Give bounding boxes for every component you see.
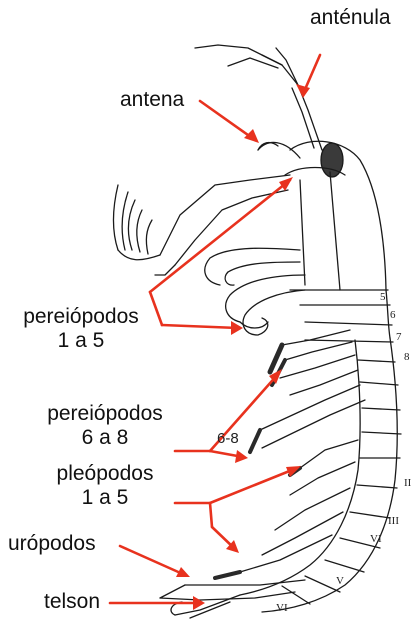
label-telson: telson [44,590,100,614]
label-antena: antena [120,88,184,112]
segment-number-6: 6 [390,309,396,321]
segment-roman-5: V [336,575,344,587]
segment-roman-3: III [388,515,399,527]
label-pereiopodos-1-5-line1: pereiópodos [16,305,146,329]
label-pereiopodos-6-8-line2: 6 a 8 [40,426,170,450]
range-label-6-8: 6-8 [217,430,239,447]
arrow-antena [200,101,255,140]
arrow-pleopodos-upper [210,468,297,503]
arrow-pleopodos-lower-a [210,503,212,527]
arrow-uropodos [120,546,185,575]
arrowhead-antenula [296,84,310,98]
segment-number-5: 5 [380,291,386,303]
label-pereiopodos-1-5-line2: 1 a 5 [16,329,146,353]
label-pereiopodos-6-8: pereiópodos 6 a 8 [40,402,170,450]
segment-number-7: 7 [396,331,402,343]
pereiopods-6-8-drawing [250,330,365,452]
arrowhead-telson [193,596,205,610]
arrowhead-pereiopodos-6-8-lower [235,450,248,463]
body-thorax [285,141,393,342]
antennule-drawing [195,45,343,177]
arrow-pereiopodos-1-5-lower-a [150,292,162,325]
antenna-drawing [258,142,300,158]
arrowhead-pereiopodos-1-5-upper [279,177,293,191]
arrow-pereiopodos-1-5-lower-b [162,325,238,328]
label-pleopodos-line2: 1 a 5 [45,486,165,510]
label-antenula: anténula [310,6,391,30]
segment-roman-6-upper: VI [370,533,382,545]
segment-roman-2: II [404,477,412,489]
gnathopod-drawing [114,175,291,275]
label-pleopodos: pleópodos 1 a 5 [45,462,165,510]
label-pleopodos-line1: pleópodos [45,462,165,486]
label-uropodos: urópodos [8,532,96,556]
body-pleon [240,338,401,612]
label-pereiopodos-6-8-line1: pereiópodos [40,402,170,426]
arrowhead-antena [244,129,259,143]
arrow-pereiopodos-1-5-upper [150,180,290,292]
label-pereiopodos-1-5: pereiópodos 1 a 5 [16,305,146,353]
pereiopods-1-5-drawing [205,248,305,335]
segment-number-8: 8 [404,351,410,363]
segment-roman-6-lower: VI [276,602,288,614]
